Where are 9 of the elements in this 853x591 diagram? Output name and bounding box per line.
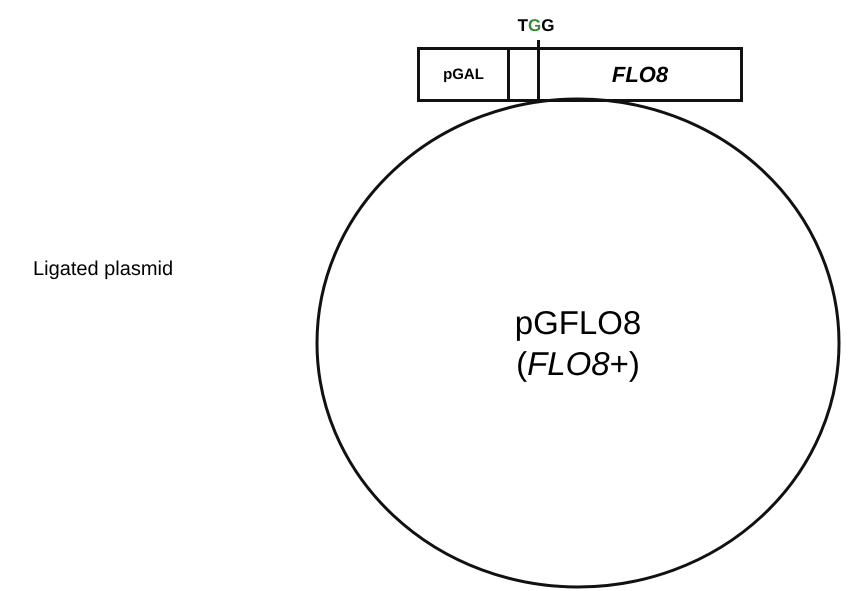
- gene-segment: [507, 47, 540, 102]
- gene-segment: [417, 47, 510, 102]
- sequence-label: TGG: [518, 16, 554, 36]
- gene-name: FLO8: [612, 62, 668, 88]
- caption-text: Ligated plasmid: [33, 258, 174, 281]
- gene-segment: [537, 47, 743, 102]
- leader-line: [537, 40, 540, 47]
- plasmid-name: pGFLO8 (FLO8+): [514, 302, 642, 384]
- gene-name: pGAL: [443, 66, 484, 83]
